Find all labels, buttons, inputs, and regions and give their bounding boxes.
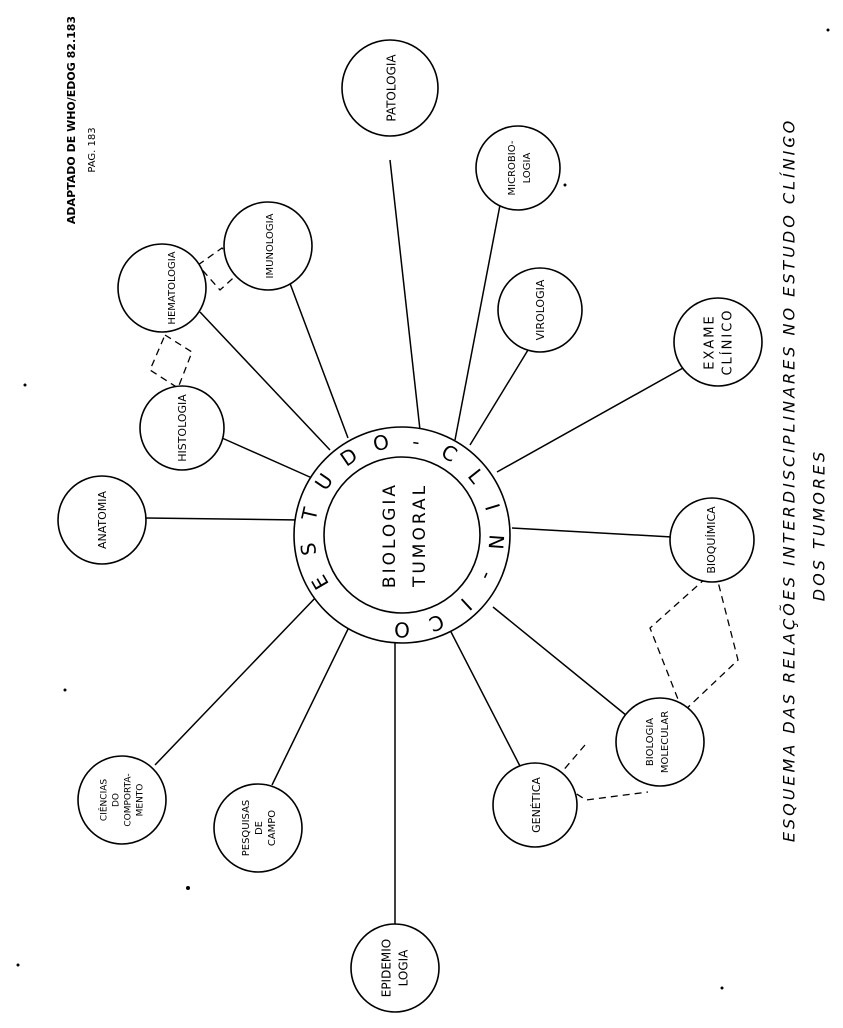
circle-ciencias [77,755,167,845]
circle-imunologia [223,201,313,291]
dashed-link-hematologia-histologia [149,334,193,389]
circle-microbiologia [475,125,561,211]
node-microbiologia: MICROBIO- LOGIA [475,125,561,211]
dashed-link-hematologia-imunologia [197,247,243,291]
label-genetica: GENÉTICA [530,777,543,833]
node-histologia: HISTOLOGIA [139,385,225,471]
source-note-line-1: ADAPTADO DE WHO/EDOG 82.183 [65,16,78,224]
circle-epidemiologia [350,923,440,1013]
caption-line-2: DOS TUMORES [810,449,829,601]
label-pesquisas-1: PESQUISAS [241,800,252,857]
circle-exame-clinico [673,297,763,387]
label-patologia: PATOLOGIA [385,54,399,122]
spoke-microbiologia [454,204,501,441]
circle-patologia [341,39,439,137]
node-anatomia: ANATOMIA [57,475,147,565]
ring-letter: T [297,505,324,524]
label-ciencias-2: DO [112,793,122,807]
node-patologia: PATOLOGIA [341,39,439,137]
label-pesquisas-2: DE [254,821,265,835]
core-line-2: TUMORAL [410,483,430,588]
spoke-virologia [469,349,529,446]
spoke-pesquisas [271,624,351,786]
node-exame-clinico: EXAME CLÍNICO [673,297,763,387]
circle-genetica [492,762,578,848]
ring-letter: - [411,429,422,454]
ring-letter: O [371,429,392,456]
label-exame-clinico-2: CLÍNICO [720,308,736,375]
node-pesquisas-de-campo: PESQUISAS DE CAMPO [213,783,303,873]
label-exame-clinico-1: EXAME [703,314,718,369]
label-histologia: HISTOLOGIA [176,394,189,462]
dashed-link-bioquimica-molecular [649,568,739,714]
node-imunologia: IMUNOLOGIA [223,201,313,291]
circle-anatomia [57,475,147,565]
label-epidemiologia-2: LOGIA [397,949,411,987]
node-epidemiologia: EPIDEMIO LOGIA [350,923,440,1013]
scan-specks [16,28,830,990]
label-ciencias-3: COMPORTA- [124,773,134,826]
label-microbiologia-2: LOGIA [522,153,533,184]
spoke-anatomia [145,517,301,521]
spoke-hematologia [199,311,331,451]
spoke-histologia [221,437,313,479]
spoke-ciencias [154,594,319,766]
label-pesquisas-3: CAMPO [267,810,278,846]
circle-virologia [497,267,583,353]
label-imunologia: IMUNOLOGIA [265,213,276,278]
node-hematologia: HEMATOLOGIA [117,243,207,333]
caption-line-1: ESQUEMA DAS RELAÇÕES INTERDISCIPLINARES … [780,118,799,842]
spoke-bioquimica [511,527,673,538]
spoke-biologia-molecular [492,606,633,721]
label-virologia: VIROLOGIA [534,279,547,340]
spoke-patologia [389,159,421,431]
core-line-1: BIOLOGIA [380,482,400,588]
node-virologia: VIROLOGIA [497,267,583,353]
label-hematologia: HEMATOLOGIA [167,251,178,324]
label-bioquimica: BIOQUÍMICA [705,506,718,574]
spoke-exame-clinico [496,367,684,473]
spoke-imunologia [287,277,349,439]
circle-bioquimica [669,497,755,583]
ring-letter: O [394,618,410,642]
inner-core [323,456,481,614]
spoke-genetica [449,629,523,771]
ring-letter: N [484,534,509,551]
label-epidemiologia-1: EPIDEMIO [380,939,394,998]
circle-histologia [139,385,225,471]
circle-pesquisas [213,783,303,873]
label-ciencias-4: MENTO [136,784,146,817]
node-biologia-molecular: BIOLOGIA MOLECULAR [615,697,705,787]
circle-hematologia [117,243,207,333]
ring-letter: S [296,541,322,557]
circle-biologia-molecular [615,697,705,787]
label-molecular-1: BIOLOGIA [645,718,656,766]
source-note-line-2: PAG. 183 [87,127,98,172]
node-ciencias-do-comportamento: CIÊNCIAS DO COMPORTA- MENTO [77,755,167,845]
label-ciencias-1: CIÊNCIAS [98,779,110,821]
center-hub: BIOLOGIA TUMORAL [293,426,511,644]
label-molecular-2: MOLECULAR [660,711,671,773]
node-bioquimica: BIOQUÍMICA [669,497,755,583]
node-genetica: GENÉTICA [492,762,578,848]
label-anatomia: ANATOMIA [96,490,109,549]
label-microbiologia-1: MICROBIO- [507,140,518,195]
spokes [145,159,684,930]
